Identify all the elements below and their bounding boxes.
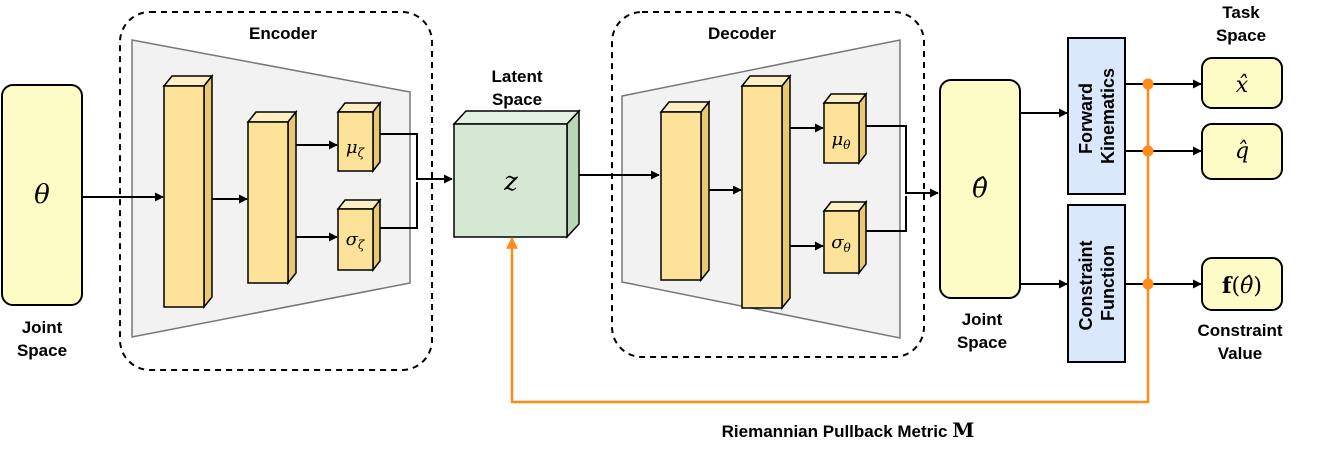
latent-space-label-1: Latent — [492, 67, 543, 86]
theta-input-symbol: θ — [34, 180, 50, 210]
forward-kinematics-box — [1067, 37, 1126, 195]
metric-caption-text: Riemannian Pullback Metric — [722, 422, 948, 441]
svg-text:σζ: σζ — [346, 229, 366, 252]
arrow-dec-mu-to-output — [866, 125, 939, 198]
z-symbol: z — [503, 167, 518, 197]
arrow-mu-to-latent — [380, 133, 453, 184]
encoder-container — [119, 11, 433, 371]
joint-space-in-label-1: Joint — [22, 318, 63, 337]
dec-sigma-symbol: σ — [831, 232, 844, 253]
zeta-subscript: ζ — [358, 146, 366, 160]
decoder-sigma-block: σθ — [822, 199, 868, 276]
decoder-label: Decoder — [708, 24, 776, 43]
sigma-symbol: σ — [346, 229, 359, 250]
q-hat-box — [1201, 123, 1283, 180]
task-space-label-2: Space — [1216, 26, 1266, 45]
svg-text:Forward Kinematics: Forward Kinematics — [1076, 68, 1118, 164]
theta-hat-output-symbol: θ̂ — [972, 174, 988, 204]
arrow-dec-sigma-to-output — [866, 196, 907, 232]
encoder-label: Encoder — [249, 24, 317, 43]
constraint-function-label-1: Constraint — [1076, 241, 1096, 331]
metric-junction-value — [1142, 278, 1154, 290]
latent-space-block: z — [452, 109, 581, 239]
arrow-sigma-to-latent — [380, 182, 418, 229]
decoder-container — [611, 11, 925, 358]
svg-text:μθ: μθ — [832, 129, 852, 152]
joint-space-out-label-2: Space — [957, 333, 1007, 352]
metric-junction-xhat — [1142, 78, 1154, 90]
constraint-function-box — [1067, 204, 1126, 363]
mu-symbol: μ — [346, 137, 358, 158]
constraint-value-label-2: Value — [1218, 344, 1262, 363]
output-joint-box — [939, 79, 1021, 299]
metric-caption: Riemannian Pullback Metric M — [722, 418, 975, 442]
encoder-sigma-block: σζ — [336, 197, 382, 273]
f-open: ( — [1232, 274, 1241, 299]
decoder-layer-2 — [740, 73, 792, 311]
svg-text:μζ: μζ — [346, 137, 366, 160]
metric-junction-qhat — [1142, 145, 1154, 157]
input-joint-box — [1, 84, 83, 306]
encoder-mu-block: μζ — [336, 100, 382, 174]
constraint-function-label-2: Function — [1098, 245, 1118, 321]
metric-symbol: M — [952, 418, 974, 442]
svg-text:σθ: σθ — [831, 232, 851, 255]
f-arg: θ̂ — [1240, 274, 1253, 299]
joint-space-out-label-1: Joint — [962, 310, 1003, 329]
f-theta-hat-symbol: f(θ̂) — [1222, 273, 1262, 299]
forward-kinematics-label-1: Forward — [1076, 83, 1096, 154]
f-bold: f — [1222, 273, 1233, 299]
x-hat-box — [1201, 57, 1283, 109]
dec-mu-symbol: μ — [832, 129, 844, 150]
task-space-label-1: Task — [1222, 3, 1260, 22]
joint-space-in-label-2: Space — [17, 341, 67, 360]
x-hat-symbol: x̂ — [1236, 73, 1249, 98]
decoder-mu-block: μθ — [822, 91, 868, 166]
f-close: ) — [1253, 274, 1262, 299]
theta-subscript: θ — [843, 138, 851, 152]
q-hat-symbol: q̂ — [1235, 139, 1249, 164]
theta-subscript-2: θ — [844, 241, 852, 255]
latent-space-label-2: Space — [492, 90, 542, 109]
zeta-subscript-2: ζ — [358, 238, 366, 252]
forward-kinematics-label-2: Kinematics — [1098, 68, 1118, 164]
encoder-layer-2 — [246, 109, 298, 286]
constraint-value-box — [1201, 257, 1283, 311]
constraint-value-label-1: Constraint — [1198, 321, 1283, 340]
svg-text:Constraint Function: Constraint Function — [1076, 235, 1118, 330]
encoder-layer-1 — [162, 73, 214, 310]
decoder-layer-1 — [659, 99, 711, 283]
metric-feedback-path — [506, 84, 1150, 404]
